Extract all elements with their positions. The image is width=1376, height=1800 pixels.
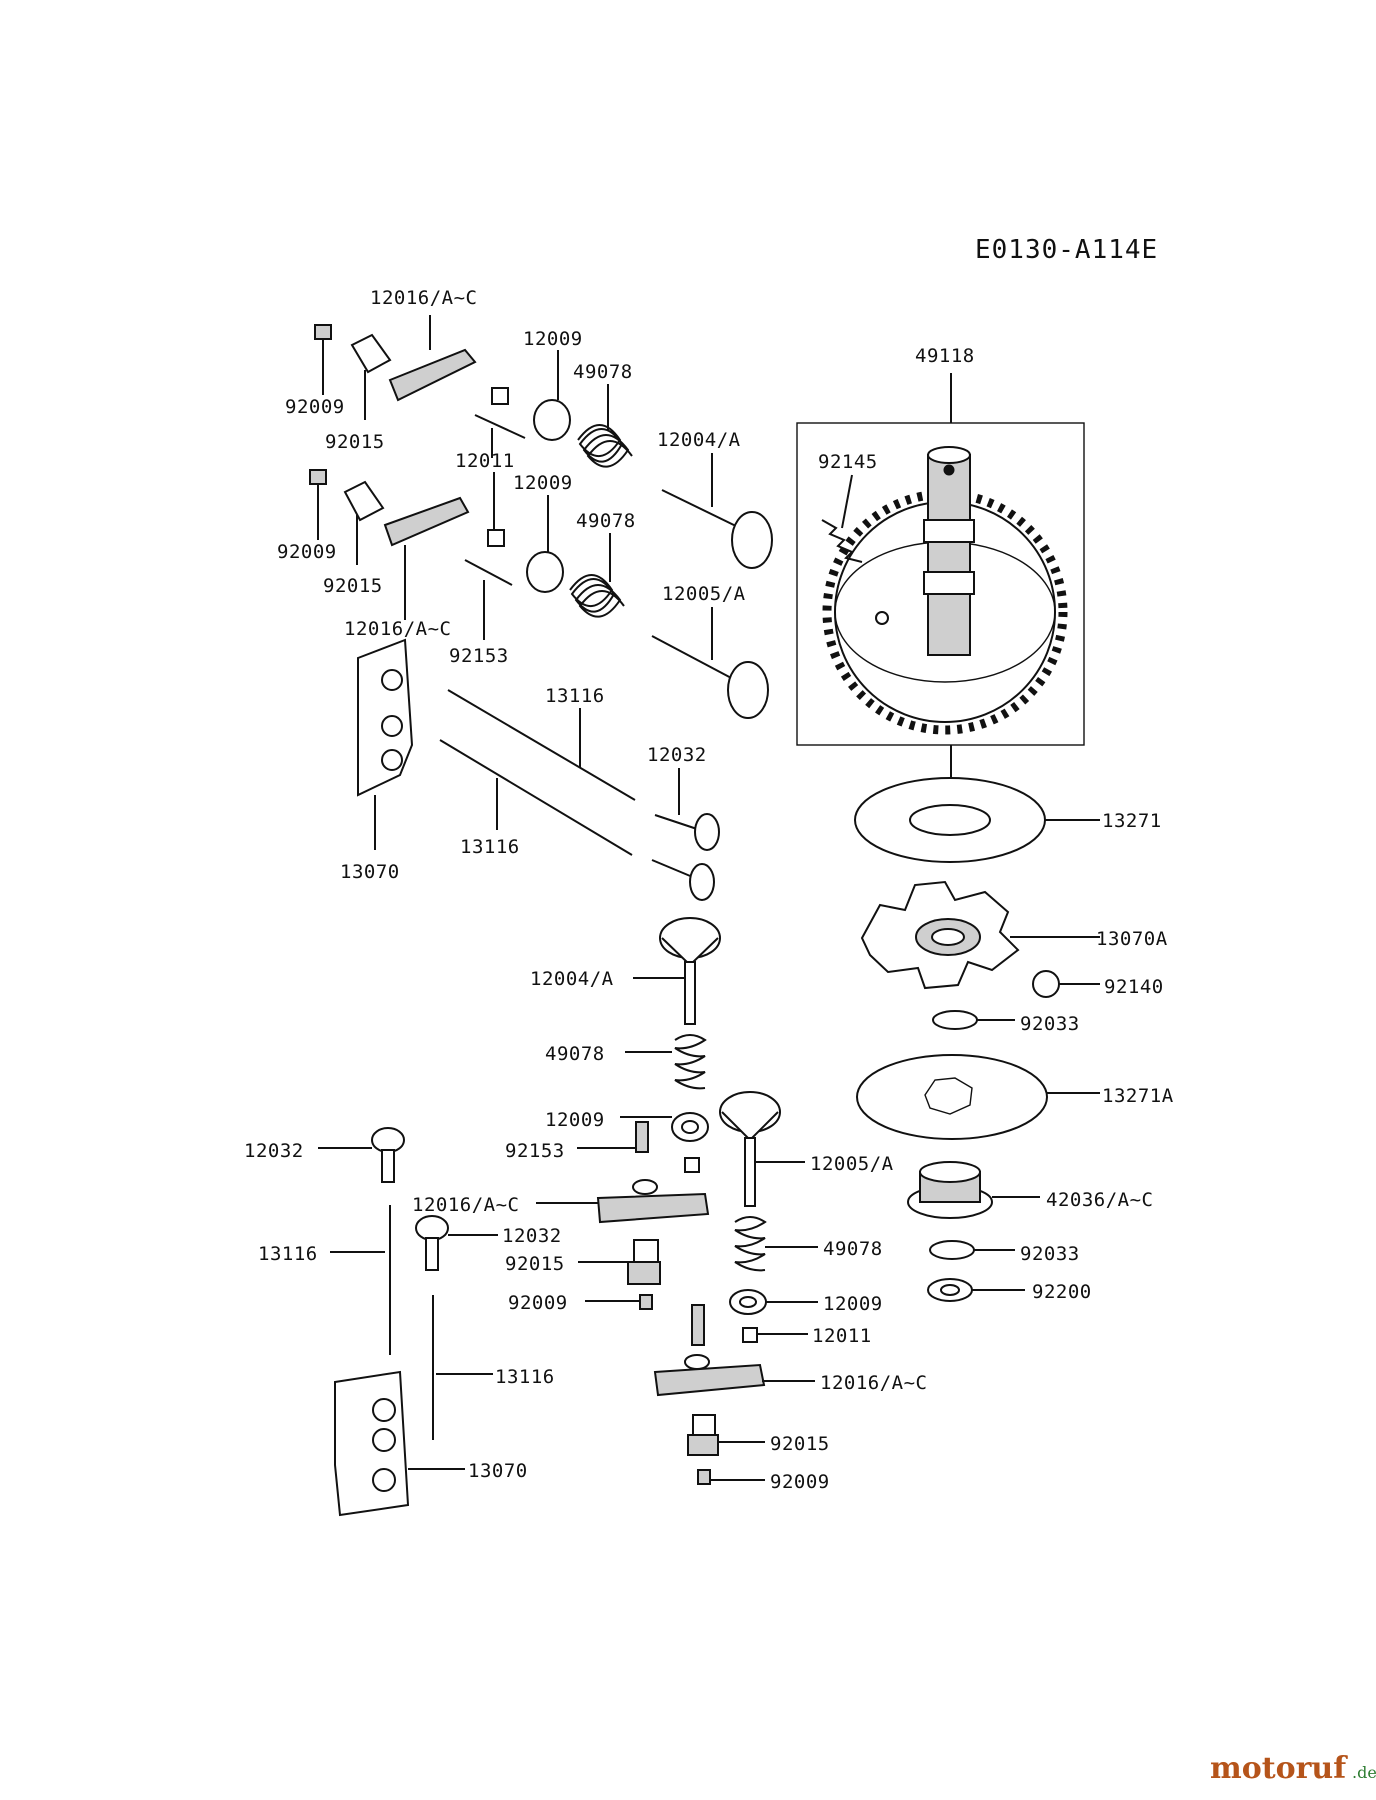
label-13271: 13271 — [1102, 810, 1162, 832]
watermark-text: motoruf — [1210, 1751, 1348, 1786]
label-92015-a: 92015 — [325, 431, 385, 453]
rocker-assembly-upper — [314, 315, 773, 569]
label-12016-d: 12016/A~C — [820, 1372, 927, 1394]
label-13271A: 13271A — [1102, 1085, 1174, 1107]
guide-plate-13070-lower — [334, 1370, 465, 1517]
label-12032-b: 12032 — [244, 1140, 304, 1162]
label-12016-b: 12016/A~C — [344, 618, 451, 640]
watermark-domain: .de — [1352, 1763, 1376, 1782]
valve-12004A-lower — [633, 917, 721, 1025]
label-12011-a: 12011 — [455, 450, 515, 472]
label-12009-a: 12009 — [523, 328, 583, 350]
gear-42036 — [907, 1161, 1040, 1219]
label-12004-a: 12004/A — [657, 429, 741, 451]
label-12005-b: 12005/A — [810, 1153, 894, 1175]
label-92015-d: 92015 — [770, 1433, 830, 1455]
retainer-12009-lower-a — [620, 1112, 709, 1142]
spring-49078-lower-b — [734, 1216, 818, 1272]
label-12009-d: 12009 — [823, 1293, 883, 1315]
governor-plate-13070A — [860, 880, 1100, 990]
label-12009-c: 12009 — [545, 1109, 605, 1131]
collet-12011-lower — [742, 1327, 758, 1343]
label-49078-a: 49078 — [573, 361, 633, 383]
label-92009-a: 92009 — [285, 396, 345, 418]
push-rods-upper — [439, 689, 720, 901]
adjuster-92015-lower-a — [578, 1239, 661, 1285]
label-12005-a: 12005/A — [662, 583, 746, 605]
label-92015-c: 92015 — [505, 1253, 565, 1275]
label-12004-b: 12004/A — [530, 968, 614, 990]
label-12009-b: 12009 — [513, 472, 573, 494]
label-92033-b: 92033 — [1020, 1243, 1080, 1265]
label-13070-a: 13070 — [340, 861, 400, 883]
label-13116-c: 13116 — [258, 1243, 318, 1265]
rocker-assembly-lower — [309, 469, 769, 719]
stud-lower-b — [691, 1304, 705, 1346]
label-12016-c: 12016/A~C — [412, 1194, 519, 1216]
label-92033-a: 92033 — [1020, 1013, 1080, 1035]
label-92145: 92145 — [818, 451, 878, 473]
label-92153-b: 92153 — [505, 1140, 565, 1162]
label-12016-a: 12016/A~C — [370, 287, 477, 309]
label-92140: 92140 — [1104, 976, 1164, 998]
collet-lower — [684, 1157, 700, 1173]
diagram-code: E0130-A114E — [975, 235, 1158, 265]
stud-92153-lower — [577, 1121, 649, 1153]
washer-13271 — [854, 777, 1100, 863]
label-13070-b: 13070 — [468, 1460, 528, 1482]
valve-12005A-lower — [719, 1091, 805, 1207]
label-12032-a: 12032 — [647, 744, 707, 766]
adjuster-92015-lower-b — [687, 1414, 765, 1456]
label-13116-b: 13116 — [460, 836, 520, 858]
snap-ring-92033 — [932, 1010, 978, 1030]
tappet-12032-lower-b — [415, 1215, 498, 1271]
watermark-logo: motoruf .de — [1210, 1751, 1376, 1786]
label-49078-b: 49078 — [576, 510, 636, 532]
guide-plate-13070-upper — [357, 638, 414, 850]
label-13116-d: 13116 — [495, 1366, 555, 1388]
label-92009-b: 92009 — [277, 541, 337, 563]
label-92009-c: 92009 — [508, 1292, 568, 1314]
part-labels: 12016/A~C 92009 92015 12009 49078 12011 … — [244, 287, 1174, 1493]
snap-ring-92033-b — [929, 1240, 975, 1260]
label-13116-a: 13116 — [545, 685, 605, 707]
label-49118: 49118 — [915, 345, 975, 367]
camshaft-assembly — [796, 373, 1085, 795]
label-13070A: 13070A — [1096, 928, 1168, 950]
label-12032-c: 12032 — [502, 1225, 562, 1247]
label-42036: 42036/A~C — [1046, 1189, 1153, 1211]
retainer-12009-lower-b — [729, 1289, 818, 1315]
label-92200: 92200 — [1032, 1281, 1092, 1303]
label-92153-a: 92153 — [449, 645, 509, 667]
label-49078-c: 49078 — [545, 1043, 605, 1065]
ball-92140 — [1032, 970, 1060, 998]
tappet-12032-lower-a — [318, 1127, 405, 1183]
spring-49078-lower-a — [625, 1034, 707, 1090]
screw-92009-lower-a — [639, 1294, 653, 1310]
dish-13271A — [856, 1054, 1100, 1140]
label-12011-b: 12011 — [812, 1325, 872, 1347]
label-49078-d: 49078 — [823, 1238, 883, 1260]
label-92009-d: 92009 — [770, 1471, 830, 1493]
label-92015-b: 92015 — [323, 575, 383, 597]
rocker-12016-lower-b — [653, 1354, 815, 1397]
screw-92009-lower-b — [697, 1469, 711, 1485]
rocker-12016-lower-a — [536, 1179, 710, 1224]
